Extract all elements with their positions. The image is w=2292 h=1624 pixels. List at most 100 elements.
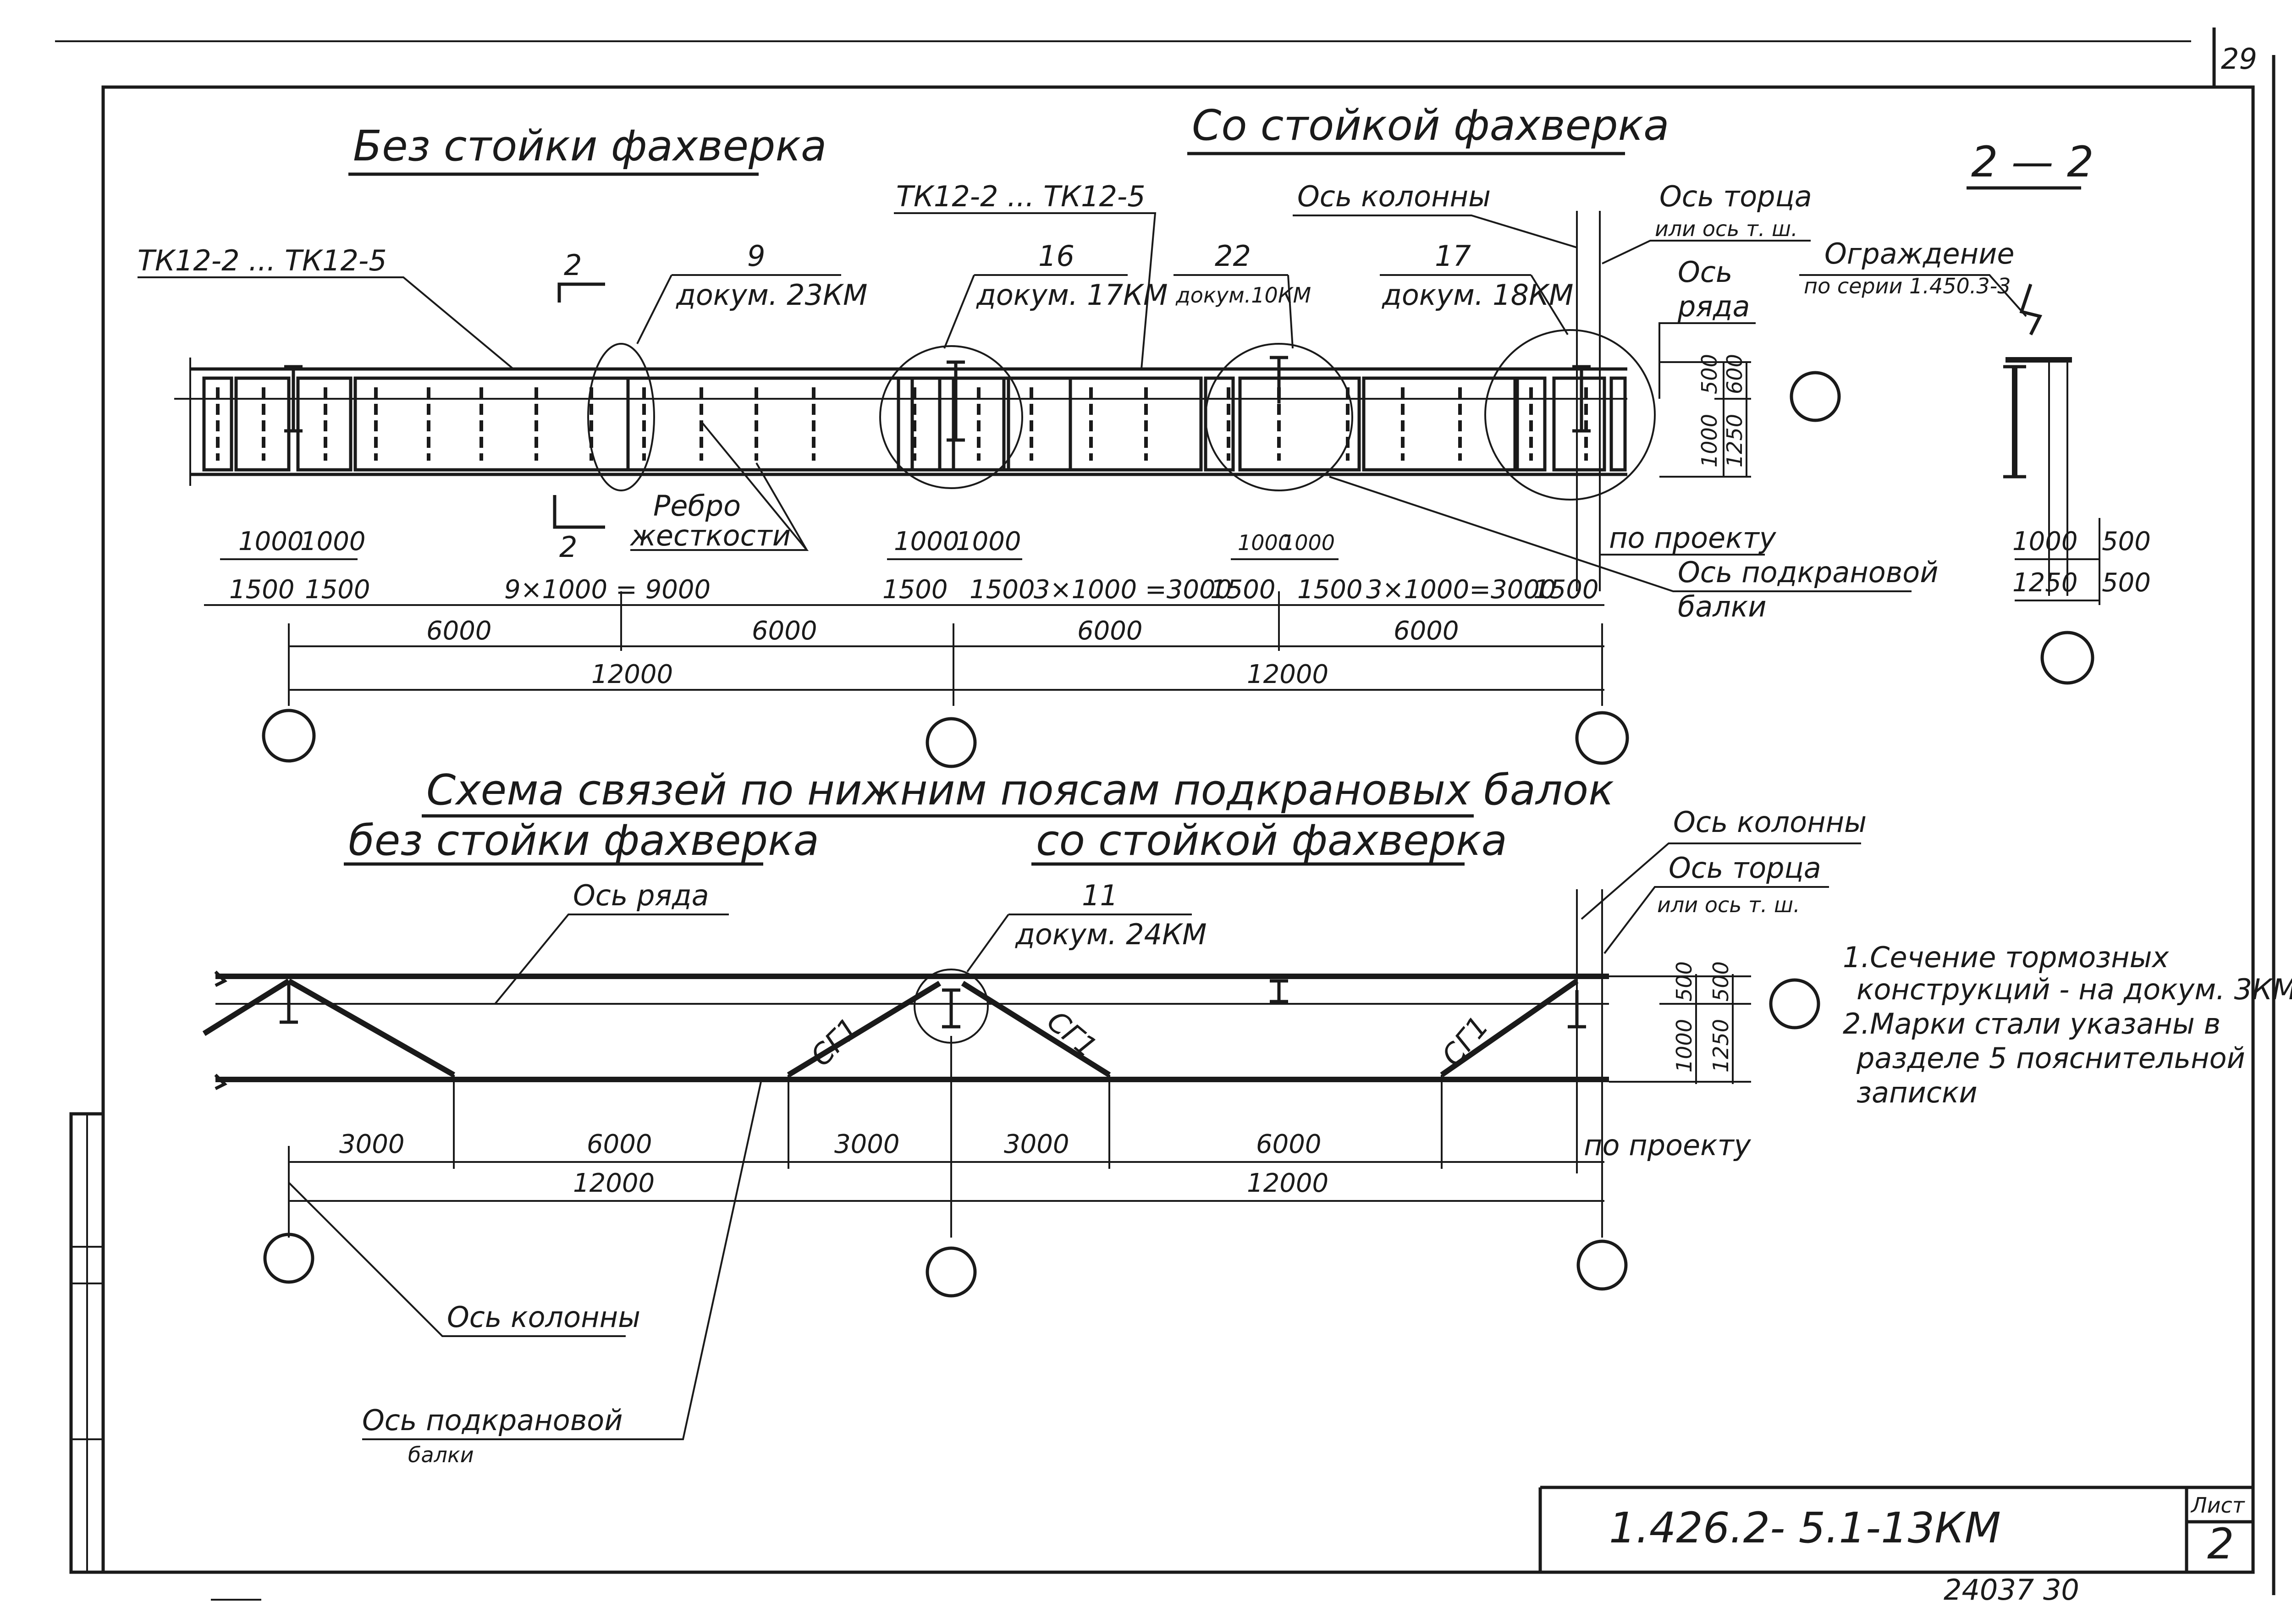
dims-right-top: 500 600 1000 1250 (1659, 354, 1751, 478)
svg-text:12000: 12000 (573, 1168, 655, 1198)
axis-circle-row-bottom (1769, 978, 1820, 1029)
svg-text:1250: 1250 (1722, 414, 1747, 468)
bottom-sub-right: со стойкой фахверка (1036, 816, 1507, 865)
svg-text:1500: 1500 (1297, 575, 1363, 605)
detail-circles-top (587, 329, 1656, 501)
section-mark-bottom: 2 (559, 530, 577, 564)
svg-text:1000: 1000 (1672, 1019, 1697, 1073)
brace-mark-2: СГ1 (1041, 1004, 1103, 1064)
callout-17: 17 докум. 18КМ (1380, 239, 1574, 336)
svg-text:1500: 1500 (970, 575, 1035, 605)
svg-text:16: 16 (1038, 239, 1074, 273)
callout-16: 16 докум. 17КМ (943, 239, 1168, 349)
svg-text:12000: 12000 (1247, 660, 1328, 689)
label-crane-beam-axis-bottom: Ось подкрановой (362, 1404, 623, 1437)
svg-text:3000: 3000 (834, 1129, 900, 1159)
callout-11: 11 докум. 24КМ (966, 879, 1207, 973)
svg-text:1000: 1000 (300, 527, 366, 556)
section-mark-top: 2 (564, 248, 582, 282)
svg-text:1500: 1500 (1533, 575, 1599, 605)
svg-text:6000: 6000 (1256, 1129, 1322, 1159)
svg-text:3×1000=3000: 3×1000=3000 (1366, 575, 1556, 605)
svg-text:докум. 24КМ: докум. 24КМ (1015, 918, 1207, 951)
sheet-frame (55, 28, 2275, 1601)
svg-text:3000: 3000 (1004, 1129, 1069, 1159)
section-2-2-title: 2 — 2 (1971, 138, 2094, 187)
svg-text:9×1000 = 9000: 9×1000 = 9000 (504, 575, 711, 605)
title-with-post: Со стойкой фахверка (1192, 101, 1669, 150)
bottom-sub-left: без стойки фахверка (348, 816, 819, 865)
svg-text:500: 500 (1708, 961, 1733, 1002)
document-code: 1.426.2- 5.1-13КМ (1609, 1503, 2001, 1552)
section-2-2-dims: 1000 500 1250 500 (2012, 527, 2151, 598)
svg-text:1000: 1000 (238, 527, 304, 556)
label-end-axis-b: Ось торца (1669, 851, 1821, 885)
dims-row1: 1000 1000 1000 1000 1000 1000 (238, 527, 1335, 556)
brace-mark-1: СГ1 (804, 1011, 866, 1073)
label-fence-series: по серии 1.450.3-3 (1804, 274, 2011, 298)
svg-text:3000: 3000 (339, 1129, 405, 1159)
svg-text:докум. 23КМ: докум. 23КМ (676, 278, 868, 312)
svg-text:1500: 1500 (882, 575, 948, 605)
svg-text:600: 600 (1722, 354, 1747, 394)
dim-lines-top (204, 558, 1604, 706)
svg-text:1000: 1000 (1238, 530, 1291, 555)
svg-text:1250: 1250 (1708, 1019, 1733, 1073)
svg-text:500: 500 (1697, 354, 1722, 394)
label-column-axis-top-b: Ось колонны (1673, 805, 1867, 839)
dims-row3: 6000 6000 6000 6000 (426, 616, 1459, 646)
brace-mark-3: СГ1 (1435, 1010, 1495, 1073)
dims-row2: 1500 1500 9×1000 = 9000 1500 1500 3×1000… (229, 575, 1599, 605)
svg-text:записки: записки (1857, 1076, 1978, 1109)
dim-lines-bottom (288, 1036, 1604, 1238)
svg-text:1500: 1500 (229, 575, 295, 605)
svg-text:докум. 18КМ: докум. 18КМ (1382, 278, 1574, 312)
side-stamp (69, 1112, 105, 1574)
label-end-axis-alt-b: или ось т. ш. (1657, 892, 1800, 917)
label-crane-beam-axis-bottom-2: балки (408, 1442, 474, 1467)
svg-text:2.Марки стали указаны в: 2.Марки стали указаны в (1843, 1007, 2220, 1040)
svg-text:6000: 6000 (1394, 616, 1459, 646)
svg-text:1000: 1000 (1697, 414, 1722, 468)
label-stiffener: Ребро (653, 489, 741, 523)
axis-circles-bottom (263, 1233, 1628, 1298)
svg-text:12000: 12000 (591, 660, 673, 689)
svg-text:6000: 6000 (426, 616, 492, 646)
svg-text:22: 22 (1215, 239, 1251, 273)
label-row-axis-2: ряда (1677, 290, 1750, 323)
label-end-axis: Ось торца (1659, 180, 1812, 213)
svg-text:6000: 6000 (1077, 616, 1143, 646)
inventory-number: 24037 30 (1944, 1573, 2079, 1607)
label-by-project-top: по проекту (1609, 521, 1777, 555)
label-end-axis-alt: или ось т. ш. (1655, 216, 1798, 241)
svg-text:1000: 1000 (956, 527, 1021, 556)
dims-bottom-row1: 3000 6000 3000 3000 6000 (339, 1129, 1322, 1159)
svg-text:6000: 6000 (587, 1129, 652, 1159)
callout-9: 9 докум. 23КМ (636, 239, 868, 344)
svg-text:17: 17 (1435, 239, 1471, 273)
label-crane-beam-axis-top-2: балки (1678, 590, 1767, 623)
section-2-2-drawing (2003, 283, 2100, 685)
svg-text:1500: 1500 (305, 575, 370, 605)
svg-text:6000: 6000 (752, 616, 817, 646)
svg-text:конструкций - на докум. 3КМ.: конструкций - на докум. 3КМ. (1857, 973, 2292, 1006)
label-by-project-bottom: по проекту (1584, 1129, 1752, 1162)
label-row-axis: Ось (1678, 255, 1732, 289)
svg-text:1250: 1250 (2012, 568, 2078, 598)
svg-text:1500: 1500 (1210, 575, 1276, 605)
page-number: 29 (2221, 42, 2257, 76)
callout-22: 22 докум.10КМ (1174, 239, 1311, 349)
svg-text:500: 500 (2102, 568, 2151, 598)
dims-bottom-row2: 12000 12000 (573, 1168, 1328, 1198)
label-column-axis-bottom: Ось колонны (447, 1300, 640, 1334)
dims-row4: 12000 12000 (591, 660, 1328, 689)
svg-text:разделе 5 пояснительной: разделе 5 пояснительной (1856, 1041, 2245, 1075)
notes: 1.Сечение тормозных конструкций - на док… (1843, 941, 2292, 1109)
label-crane-beam-axis-top: Ось подкрановой (1678, 556, 1939, 589)
dims-right-bottom: 500 500 1000 1250 (1609, 961, 1751, 1084)
svg-text:1.Сечение тормозных: 1.Сечение тормозных (1843, 941, 2170, 974)
label-row-axis-bottom: Ось ряда (573, 879, 709, 912)
mark-tk-right: ТК12-2 ... ТК12-5 (896, 180, 1146, 213)
svg-text:500: 500 (1672, 961, 1697, 1002)
